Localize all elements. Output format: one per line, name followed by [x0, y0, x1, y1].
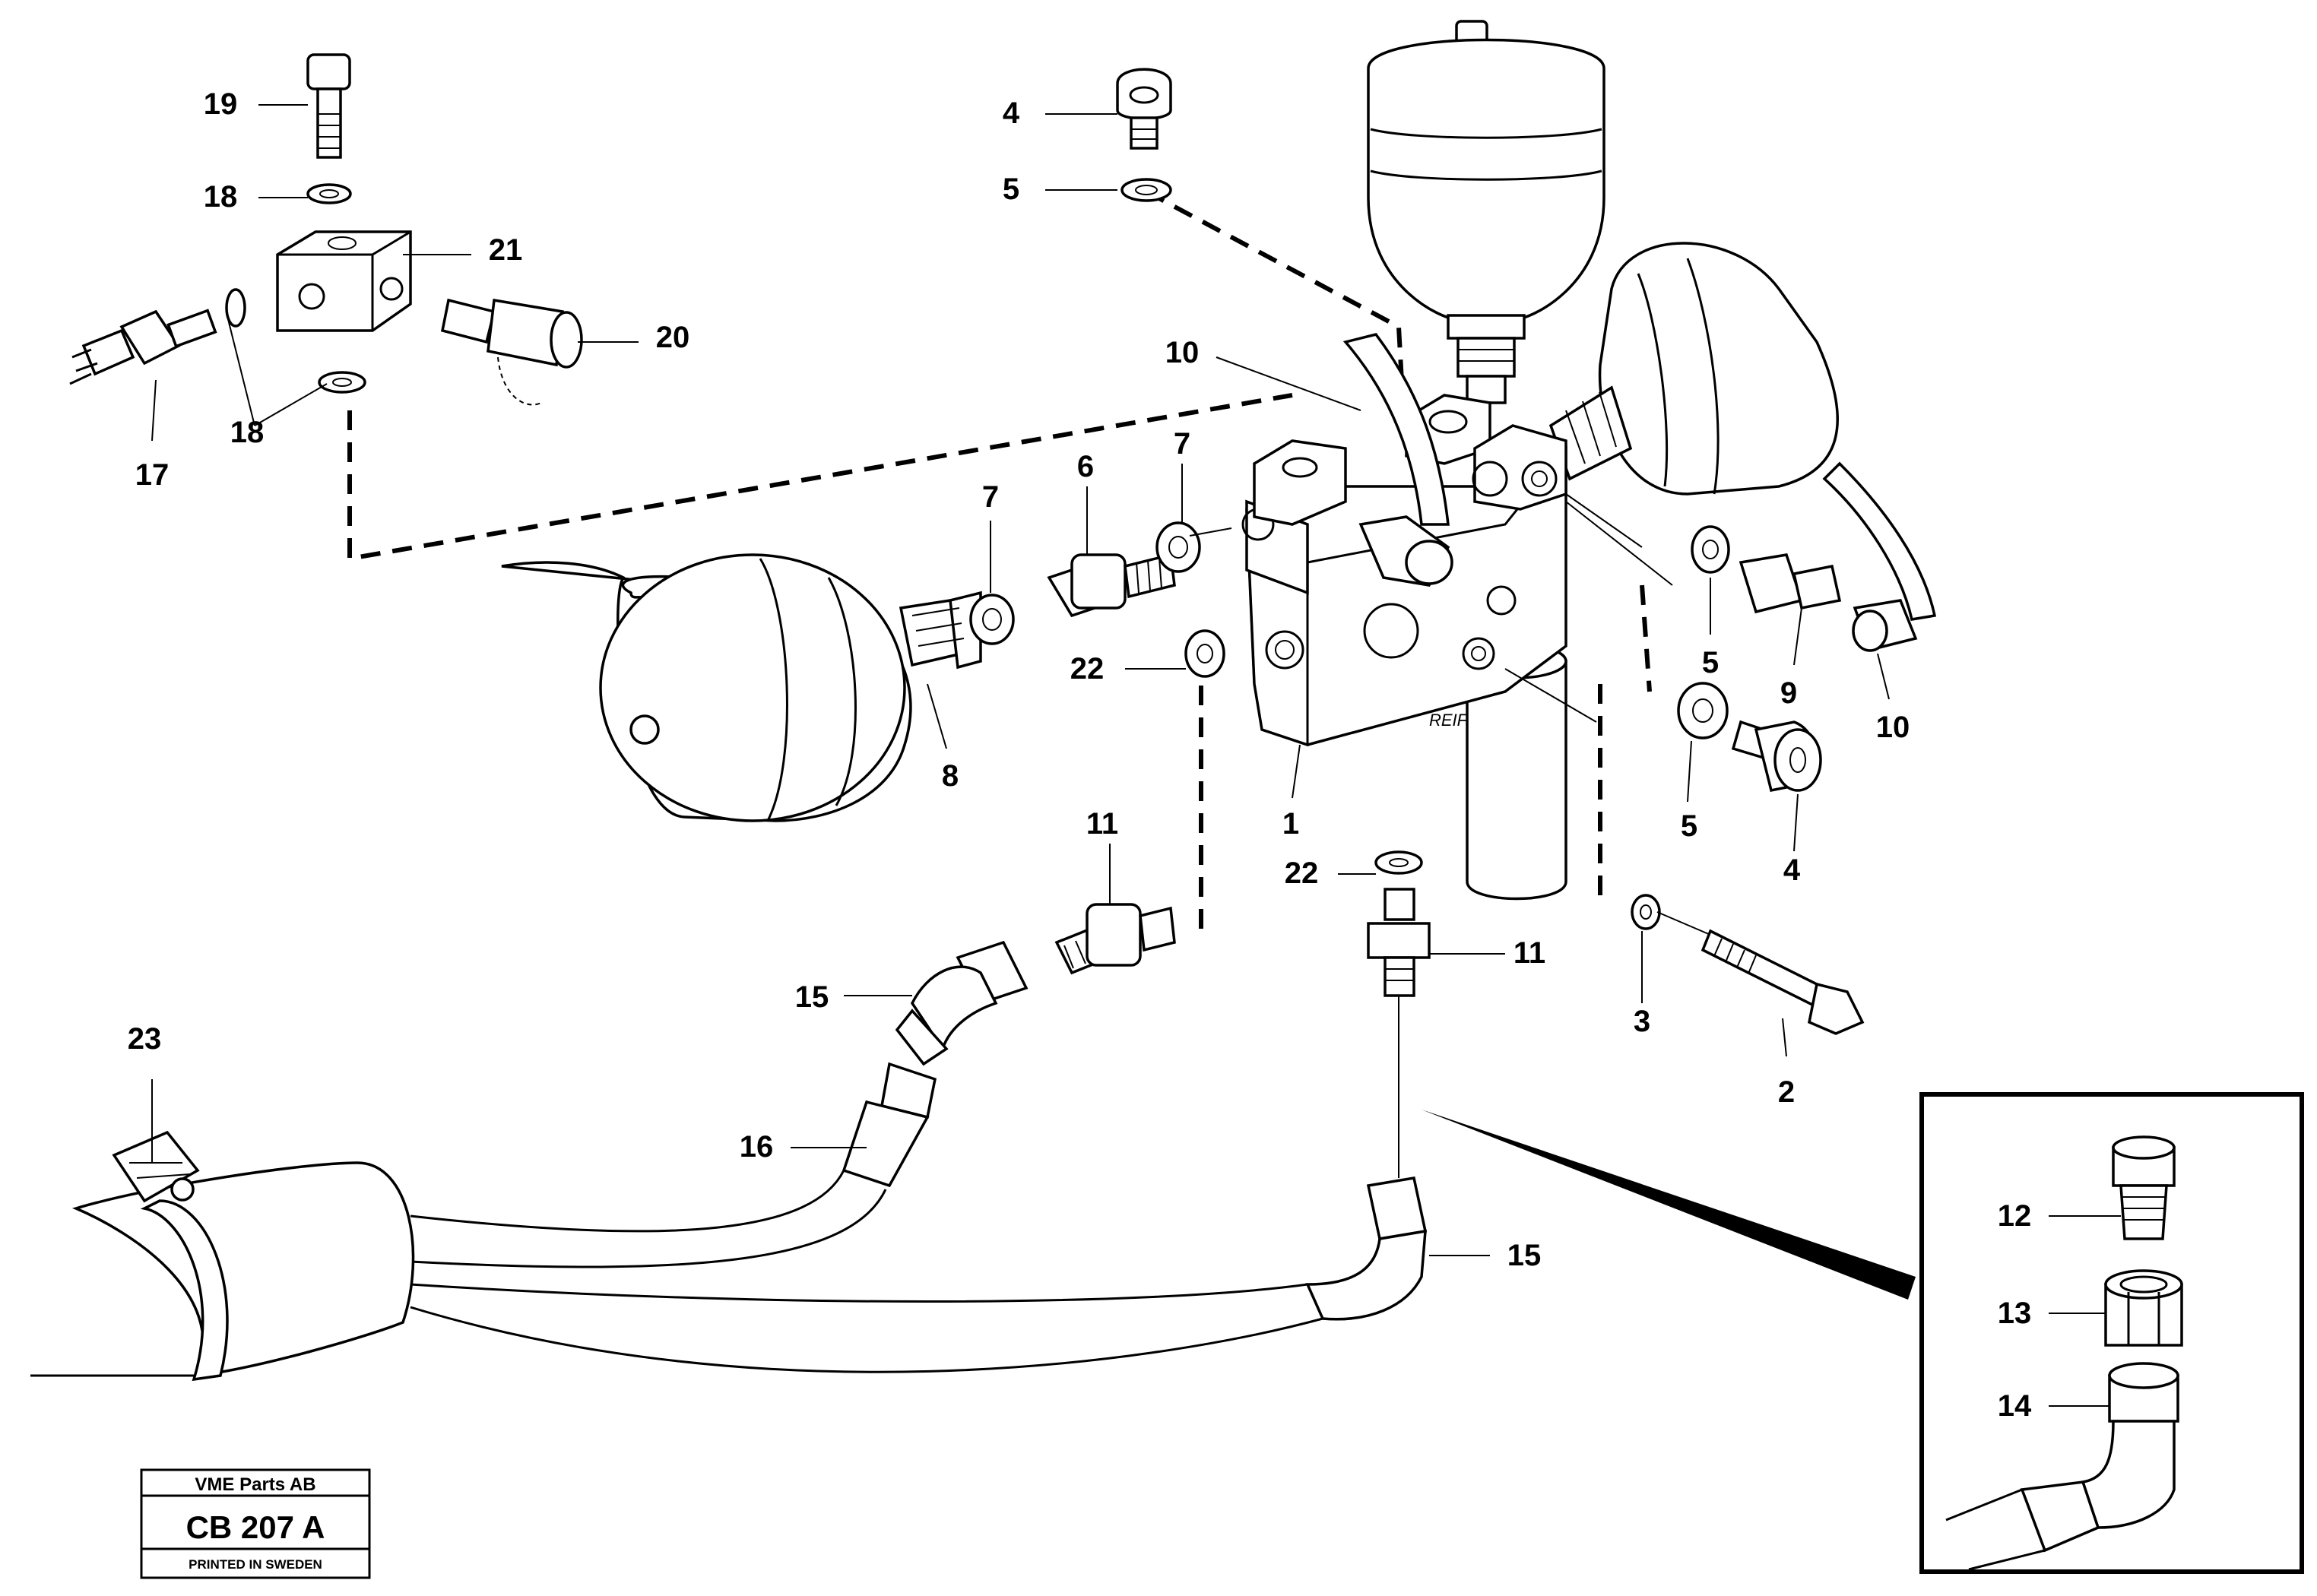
title-stamp: VME Parts AB CB 207 A PRINTED IN SWEDEN	[140, 1468, 371, 1579]
callout-21: 21	[489, 233, 523, 267]
hose-15-right	[410, 1176, 1428, 1373]
callout-11-center: 11	[1513, 936, 1545, 970]
right-fittings	[1504, 493, 1842, 793]
test-coupling-20	[440, 298, 583, 406]
callout-22-lower: 22	[1285, 857, 1319, 890]
hose-10-left	[1342, 333, 1453, 587]
callout-1: 1	[1282, 807, 1299, 841]
detail-box	[1919, 1092, 2304, 1574]
switch-block-group	[69, 53, 583, 406]
plug-4-upper	[1116, 68, 1172, 202]
hose-10-right	[1822, 461, 1937, 652]
pressure-sensor-17	[69, 309, 217, 385]
pipe-with-clamp-23	[30, 1130, 415, 1382]
adapter-12	[2112, 1135, 2176, 1240]
callout-9: 9	[1780, 676, 1797, 710]
callout-10-right: 10	[1876, 711, 1910, 744]
callout-14: 14	[1998, 1389, 2032, 1423]
callout-12: 12	[1998, 1199, 2032, 1233]
callout-13: 13	[1998, 1297, 2032, 1330]
callout-18-top: 18	[204, 180, 238, 214]
washer-5-lower	[1677, 682, 1729, 739]
callout-20: 20	[656, 321, 690, 354]
block-marking: REIF	[1429, 711, 1469, 730]
callout-5-top: 5	[1003, 173, 1019, 206]
fitting-11-left	[1054, 903, 1176, 975]
callout-3: 3	[1634, 1005, 1650, 1038]
callout-19: 19	[204, 87, 238, 121]
accumulator-top	[1367, 20, 1605, 404]
accumulator-right	[1548, 242, 1839, 496]
callout-18-bottom: 18	[230, 416, 265, 449]
stamp-printed: PRINTED IN SWEDEN	[189, 1557, 322, 1572]
callout-8: 8	[942, 759, 959, 793]
elbow-15-left	[895, 940, 1029, 1066]
callout-4-top: 4	[1003, 97, 1020, 130]
washer-18-top	[306, 183, 352, 204]
screw-2	[1631, 894, 1865, 1035]
washer-3	[1631, 894, 1661, 930]
hose-16	[410, 1062, 937, 1268]
distribution-block-21	[276, 230, 412, 332]
elbow-14	[1945, 1362, 2179, 1571]
callout-5-right-lower: 5	[1681, 809, 1697, 843]
fitting-11-center	[1367, 850, 1431, 1178]
callout-15-left: 15	[795, 980, 829, 1014]
washer-7-right	[1155, 521, 1201, 573]
callout-6: 6	[1077, 450, 1094, 483]
accumulator-8	[501, 553, 982, 822]
banjo-bolt-19	[306, 53, 351, 90]
washer-22-lower	[1374, 850, 1423, 875]
callout-11-left: 11	[1086, 807, 1118, 841]
washer-7-left	[969, 594, 1015, 645]
callout-22-upper: 22	[1070, 652, 1105, 686]
washer-18-bottom	[318, 371, 366, 394]
callout-7-right: 7	[1174, 427, 1190, 461]
nut-13	[2104, 1269, 2183, 1347]
leader-lines	[151, 104, 2121, 1407]
callout-5-right-upper: 5	[1702, 646, 1719, 679]
washer-5-top	[1120, 178, 1172, 202]
callout-labels: 19 18 21 20 17 18 4 5 10 7 6 7 22 8 1 5 …	[128, 87, 2032, 1423]
valve-block-1: REIF	[1241, 394, 1567, 901]
callout-7-left: 7	[982, 480, 999, 514]
washer-5-upper	[1691, 525, 1730, 574]
callout-4-right: 4	[1783, 853, 1801, 887]
callout-2: 2	[1778, 1075, 1795, 1109]
stamp-code: CB 207 A	[186, 1509, 325, 1545]
detail-pointer	[1422, 1110, 1916, 1300]
callout-17: 17	[135, 458, 170, 492]
callout-15-right: 15	[1507, 1239, 1542, 1272]
stamp-company: VME Parts AB	[195, 1474, 315, 1495]
fitting-6-group	[969, 521, 1232, 678]
callout-23: 23	[128, 1022, 162, 1056]
washer-22-upper	[1184, 629, 1225, 678]
fitting-9	[1739, 553, 1804, 614]
callout-16: 16	[740, 1130, 774, 1164]
callout-10-left: 10	[1165, 336, 1200, 369]
